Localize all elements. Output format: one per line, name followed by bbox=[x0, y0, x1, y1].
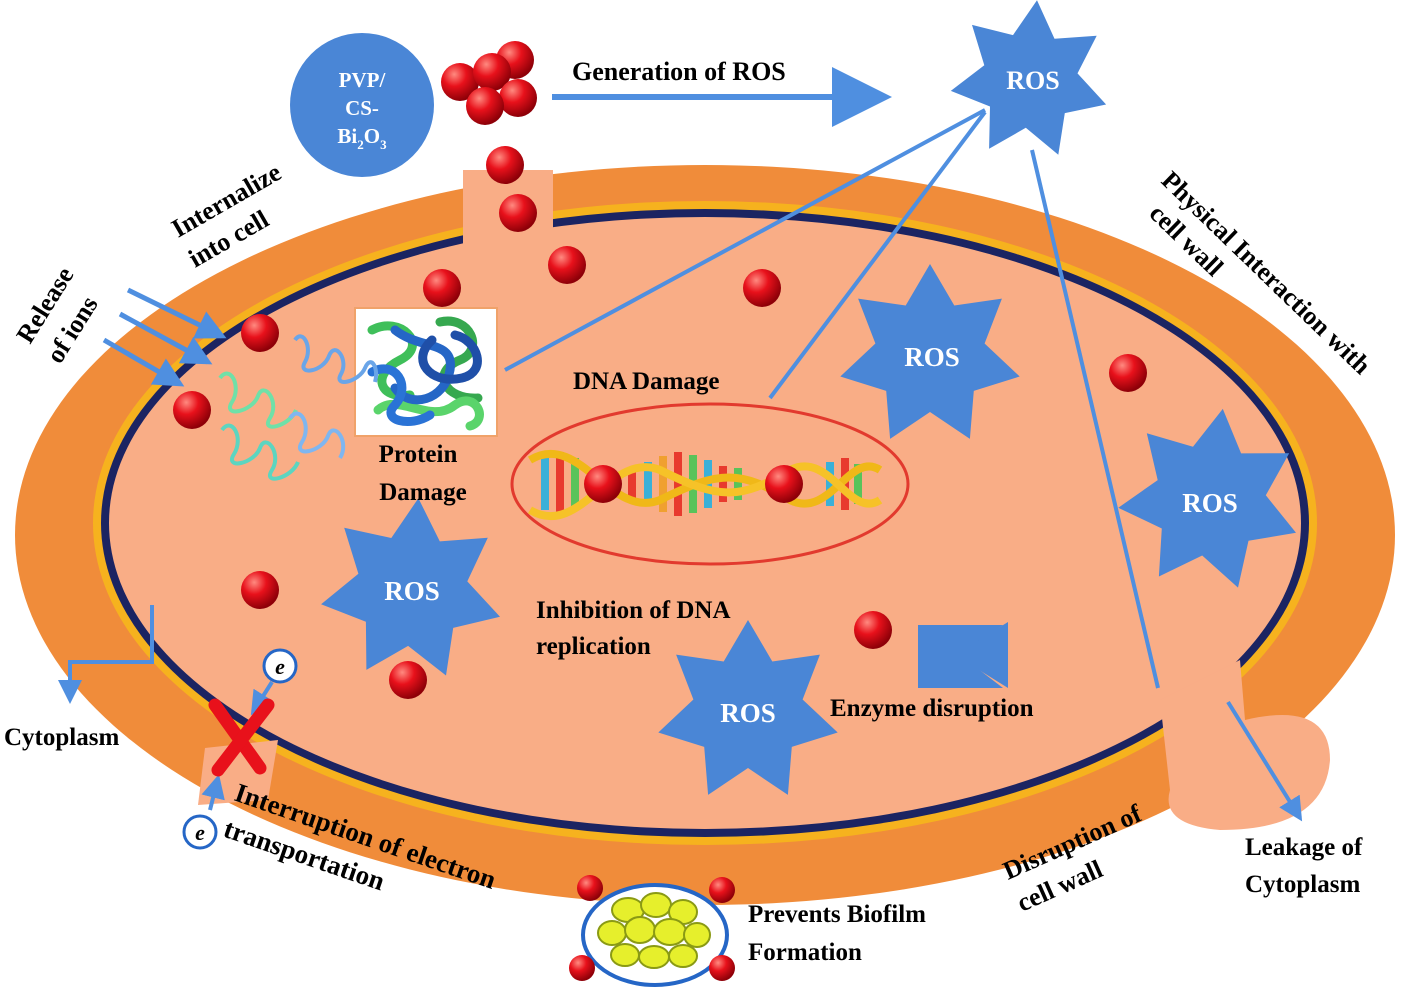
electron-top bbox=[262, 648, 298, 684]
electron-label: e bbox=[195, 820, 205, 845]
spring-teal bbox=[220, 423, 300, 481]
electron-label: e bbox=[275, 654, 285, 679]
np-line-3: Bi2O3 bbox=[337, 124, 387, 152]
inhibition-label-2: replication bbox=[536, 633, 651, 660]
ros-label: ROS bbox=[384, 576, 440, 606]
dna-particle bbox=[765, 465, 803, 503]
np-sub-3: 3 bbox=[380, 137, 387, 152]
arrows bbox=[58, 67, 1303, 822]
inhibition-label-1: Inhibition of DNA bbox=[536, 597, 731, 624]
particle bbox=[173, 391, 211, 429]
dna-particle bbox=[584, 465, 622, 503]
particle bbox=[473, 53, 511, 91]
particle bbox=[1109, 354, 1147, 392]
np-sub-2: 2 bbox=[357, 137, 364, 152]
ros-label: ROS bbox=[1006, 66, 1059, 95]
spring-green bbox=[218, 371, 298, 429]
connector-to-wall bbox=[1030, 149, 1160, 689]
particle bbox=[854, 611, 892, 649]
ros-star-bottom: ROS bbox=[658, 620, 838, 795]
block-cross-icon bbox=[208, 698, 275, 777]
ros-star-shape bbox=[321, 498, 500, 676]
cytoplasm-pointer bbox=[58, 605, 154, 704]
electron-bottom bbox=[182, 814, 218, 850]
enzyme-icon bbox=[918, 622, 1008, 688]
ros-label: ROS bbox=[904, 342, 960, 372]
ros-stars: ROS ROS ROS ROS ROS bbox=[321, 0, 1296, 795]
ros-label: ROS bbox=[1182, 488, 1238, 518]
np-o: O bbox=[364, 124, 380, 148]
np-bi: Bi bbox=[337, 124, 357, 148]
np-line-1: PVP/ bbox=[339, 68, 387, 92]
leakage-label-2: Cytoplasm bbox=[1245, 871, 1360, 898]
leakage-bulge bbox=[1160, 660, 1330, 830]
dna-ring bbox=[510, 402, 910, 566]
connector-to-dna bbox=[768, 110, 987, 400]
ros-star-shape bbox=[658, 620, 838, 795]
nanoparticle-circle: PVP/ CS- Bi2O3 bbox=[290, 33, 434, 177]
biofilm-icon bbox=[569, 875, 735, 987]
protein-label-2: Damage bbox=[379, 479, 466, 506]
particle bbox=[743, 269, 781, 307]
ros-star-shape bbox=[950, 0, 1107, 155]
ros-star-center-right: ROS bbox=[840, 264, 1020, 439]
dna-damage-label: DNA Damage bbox=[573, 368, 720, 395]
enzyme-label: Enzyme disruption bbox=[830, 695, 1034, 722]
protein-label-1: Protein bbox=[379, 441, 458, 468]
particle bbox=[241, 314, 279, 352]
particle bbox=[466, 87, 504, 125]
protein-springs bbox=[218, 334, 378, 481]
biofilm-label-1: Prevents Biofilm bbox=[748, 901, 926, 928]
particle bbox=[499, 194, 537, 232]
red-particles bbox=[173, 41, 1147, 699]
spring-blue bbox=[293, 334, 378, 384]
dna-strand-2 bbox=[527, 462, 883, 521]
electron-icon: e e bbox=[182, 648, 298, 850]
np-line-2: CS- bbox=[345, 96, 379, 120]
particle bbox=[423, 269, 461, 307]
particle bbox=[499, 79, 537, 117]
ros-label: ROS bbox=[720, 698, 776, 728]
ros-star-shape bbox=[840, 264, 1020, 439]
particle bbox=[389, 661, 427, 699]
particle bbox=[241, 571, 279, 609]
ion-arrow-1 bbox=[126, 287, 227, 339]
leakage-arrow bbox=[1226, 700, 1303, 822]
ros-star-right: ROS bbox=[1118, 408, 1296, 588]
ros-star-shape bbox=[1118, 408, 1296, 588]
particle bbox=[548, 246, 586, 284]
protein-structure-icon bbox=[354, 307, 498, 437]
cytoplasm-label: Cytoplasm bbox=[4, 724, 119, 751]
particle bbox=[486, 146, 524, 184]
dna-helix-icon bbox=[510, 402, 910, 566]
connector-to-protein bbox=[504, 108, 986, 372]
generation-label: Generation of ROS bbox=[572, 57, 786, 86]
ion-arrow-3 bbox=[102, 337, 185, 387]
ros-star-top: ROS bbox=[950, 0, 1107, 155]
electron-arrow-up bbox=[201, 774, 225, 811]
leakage-label-1: Leakage of bbox=[1245, 834, 1363, 861]
ros-connectors bbox=[504, 108, 1160, 689]
ros-star-left: ROS bbox=[321, 498, 500, 676]
ion-arrow-2 bbox=[118, 311, 213, 365]
biofilm-label-2: Formation bbox=[748, 939, 862, 966]
particle bbox=[441, 63, 479, 101]
electron-arrow-in bbox=[250, 680, 274, 716]
spring-blue-2 bbox=[288, 411, 346, 460]
